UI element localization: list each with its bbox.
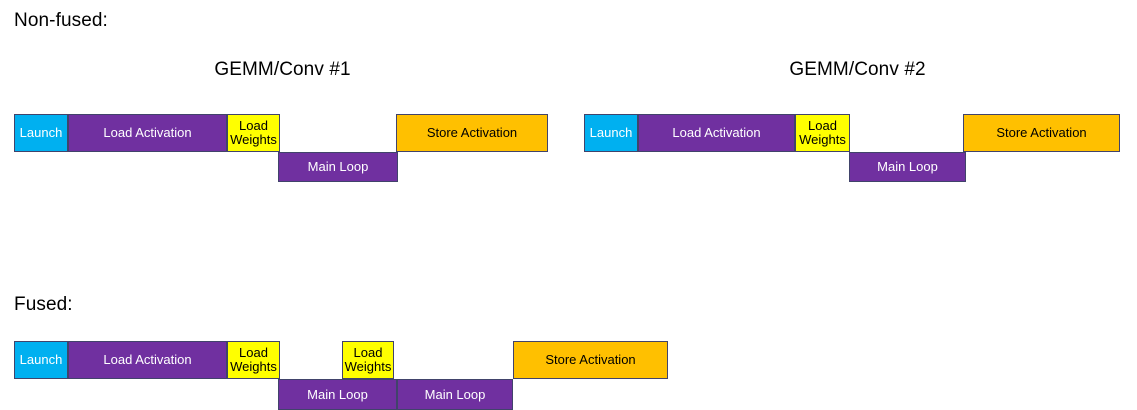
bar-main-loop-fused-2: Main Loop: [397, 379, 513, 410]
bar-label: Main Loop: [877, 159, 938, 175]
bar-label: Main Loop: [424, 386, 486, 402]
bar-label: Main Loop: [307, 159, 369, 175]
bar-store-activation-conv2: Store Activation: [963, 114, 1120, 152]
bar-main-loop-conv1: Main Loop: [278, 152, 398, 182]
bar-label: Load Weights: [344, 345, 392, 374]
bar-label: Launch: [589, 125, 633, 141]
bar-launch-conv2: Launch: [584, 114, 638, 152]
bar-label: Store Activation: [996, 125, 1087, 141]
bar-load-activation-conv1: Load Activation: [68, 114, 227, 152]
bar-label: Main Loop: [307, 386, 368, 402]
group-title-gemm-conv-2: GEMM/Conv #2: [789, 59, 926, 80]
bar-label: Store Activation: [426, 125, 518, 141]
bar-load-weights-conv2: Load Weights: [795, 114, 850, 152]
bar-label: Launch: [19, 125, 63, 141]
bar-label: Load Weights: [230, 345, 277, 374]
group-title-gemm-conv-1: GEMM/Conv #1: [214, 59, 351, 80]
bar-label: Load Weights: [799, 118, 846, 147]
bar-label: Load Activation: [672, 125, 761, 141]
bar-load-weights-fused-2: Load Weights: [342, 341, 394, 379]
bar-label: Store Activation: [545, 352, 636, 368]
bar-main-loop-fused-1: Main Loop: [278, 379, 397, 410]
bar-load-weights-conv1: Load Weights: [227, 114, 280, 152]
bar-launch-conv1: Launch: [14, 114, 68, 152]
bar-label: Load Activation: [103, 125, 192, 141]
bar-label: Load Activation: [103, 352, 192, 368]
bar-main-loop-conv2: Main Loop: [849, 152, 966, 182]
section-label-non-fused: Non-fused:: [14, 10, 108, 31]
bar-load-activation-conv2: Load Activation: [638, 114, 795, 152]
bar-load-weights-fused-1: Load Weights: [227, 341, 280, 379]
bar-load-activation-fused: Load Activation: [68, 341, 227, 379]
bar-launch-fused: Launch: [14, 341, 68, 379]
bar-label: Launch: [19, 352, 63, 368]
bar-store-activation-fused: Store Activation: [513, 341, 668, 379]
bar-label: Load Weights: [230, 118, 277, 147]
section-label-fused: Fused:: [14, 294, 73, 315]
bar-store-activation-conv1: Store Activation: [396, 114, 548, 152]
